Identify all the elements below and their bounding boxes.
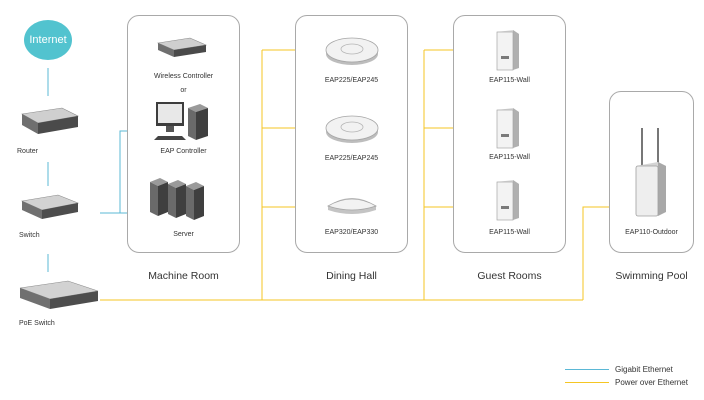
router-label: Router	[17, 148, 39, 155]
wall-ap-icon	[496, 30, 519, 71]
dining-ap-2-label: EAP225/EAP245	[324, 155, 379, 162]
dining-ap-3-label: EAP320/EAP330	[324, 229, 379, 236]
legend-poe: Power over Ethernet	[565, 377, 704, 389]
swimming-pool-title: Swimming Pool	[615, 270, 688, 282]
dining-ap-1-label: EAP225/EAP245	[324, 77, 379, 84]
legend-poe-label: Power over Ethernet	[615, 378, 688, 387]
poe-swatch	[565, 382, 609, 383]
wireless-controller-label: Wireless Controller	[153, 73, 214, 80]
wireless-controller-icon	[156, 37, 208, 57]
ceiling-ap-icon	[325, 115, 379, 143]
guest-rooms-title: Guest Rooms	[477, 270, 542, 282]
switch-label: Switch	[19, 232, 40, 239]
legend-gigabit: Gigabit Ethernet	[565, 364, 704, 376]
guest-ap-3-label: EAP115-Wall	[489, 229, 530, 236]
outdoor-ap-icon	[635, 128, 666, 217]
dining-hall-title: Dining Hall	[326, 270, 377, 282]
legend-gigabit-label: Gigabit Ethernet	[615, 365, 673, 374]
router-icon	[21, 107, 79, 134]
server-icon	[150, 178, 204, 220]
server-label: Server	[173, 231, 194, 238]
guest-ap-2-label: EAP115-Wall	[489, 154, 530, 161]
ceiling-ap-icon	[327, 198, 377, 214]
ceiling-ap-icon	[325, 37, 379, 65]
poe-switch-label: PoE Switch	[19, 320, 55, 327]
pool-ap-label: EAP110-Outdoor	[625, 229, 678, 236]
switch-icon	[20, 194, 80, 219]
machine-room-title: Machine Room	[148, 270, 219, 282]
eap-controller-icon	[154, 102, 208, 140]
wall-ap-icon	[496, 108, 519, 149]
internet-label: Internet	[29, 34, 67, 46]
gigabit-swatch	[565, 369, 609, 370]
wall-ap-icon	[496, 180, 519, 221]
or-label: or	[180, 87, 187, 94]
guest-ap-1-label: EAP115-Wall	[489, 77, 530, 84]
eap-controller-label: EAP Controller	[160, 148, 207, 155]
poe-switch-icon	[19, 280, 99, 309]
internet-cloud: Internet	[24, 20, 72, 60]
